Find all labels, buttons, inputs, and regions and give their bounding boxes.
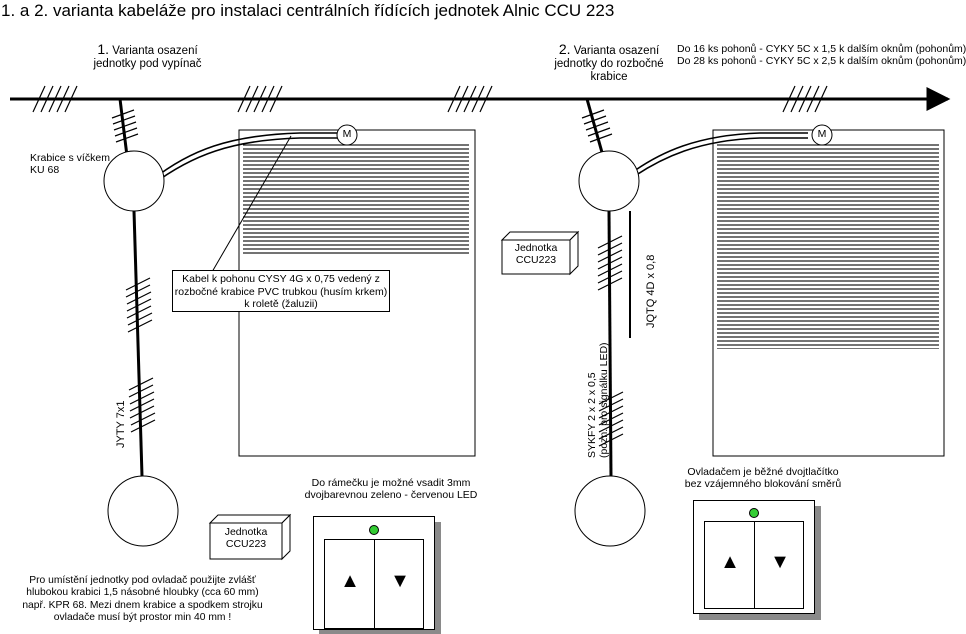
variant-1-number: 1. [97, 41, 110, 57]
sykfy-label-line1: SYKFY 2 x 2 x 0,5 [586, 372, 598, 458]
depth-note-line2: hlubokou krabici 1,5 násobné hloubky (cc… [26, 587, 259, 599]
jqtq-label: JQTQ 4D x 0,8 [645, 254, 657, 328]
cable-note-line2: rozbočné krabice PVC trubkou (husím krke… [174, 285, 388, 298]
frame-note-line2: dvojbarevnou zeleno - červenou LED [304, 489, 478, 502]
variant-2-line2: jednotky do rozbočné [554, 58, 664, 71]
variant-1-heading: 1. Varianta osazení jednotky pod vypínač [80, 41, 215, 71]
switch-right-up-button[interactable]: ▲ [720, 551, 740, 573]
switch-right-rocker: ▲ ▼ [704, 521, 804, 609]
control-unit-top-line2: CCU223 [515, 254, 557, 267]
variant-2-line1: Varianta osazení [570, 45, 660, 57]
jyty-label: JYTY 7x1 [115, 400, 127, 449]
led-indicator-left [369, 525, 379, 535]
control-unit-box-top-shape [500, 230, 580, 276]
frame-note: Do rámečku je možné vsadit 3mm dvojbarev… [296, 477, 486, 501]
depth-note-box: Pro umístění jednotky pod ovladač použij… [20, 575, 265, 629]
bus-hatch-marks [32, 85, 828, 113]
control-unit-bottom-line2: CCU223 [225, 538, 267, 551]
cable-spec: Do 16 ks pohonů - CYKY 5C x 1,5 k dalším… [677, 43, 966, 67]
switch-right-frame: ▲ ▼ [693, 500, 815, 614]
switch-note: Ovladačem je běžné dvojtlačítko bez vzáj… [673, 466, 853, 490]
frame-note-line1: Do rámečku je možné vsadit 3mm [311, 477, 471, 489]
control-unit-box-bottom-shape [208, 513, 292, 561]
led-indicator-right [749, 508, 759, 518]
double-switch-right: ▲ ▼ [693, 500, 821, 620]
switch-left-up-button[interactable]: ▲ [340, 570, 360, 592]
cable-note-leader [211, 135, 292, 273]
motor-right [811, 124, 833, 146]
motor-label-right: M [817, 128, 827, 140]
junction-box-label-line1: Krabice s víčkem [30, 152, 110, 164]
switch-box-right [574, 475, 646, 547]
switch-left-down-button[interactable]: ▼ [390, 570, 410, 592]
switch-note-line1: Ovladačem je běžné dvojtlačítko [687, 466, 839, 478]
cable-note-line1: Kabel k pohonu CYSY 4G x 0,75 vedený z [182, 273, 380, 285]
variant-2-line3: krabice [590, 71, 628, 84]
junction-box-label: Krabice s víčkem KU 68 [30, 152, 110, 176]
depth-note-line1: Pro umístění jednotky pod ovladač použij… [29, 575, 256, 586]
switch-left-frame: ▲ ▼ [313, 516, 435, 630]
jyty-hatch-top [125, 277, 153, 333]
cable-spec-line2: Do 28 ks pohonů - CYKY 5C x 2,5 k dalším… [677, 55, 966, 68]
drop-hatch-right [581, 109, 613, 143]
double-switch-left: ▲ ▼ [313, 516, 441, 634]
control-unit-box-top: Jednotka CCU223 [500, 230, 580, 276]
sykfy-label: SYKFY 2 x 2 x 0,5 (pozn. pro signálku LE… [586, 342, 610, 458]
drop-line-right [585, 98, 605, 157]
variant-1-line1: Varianta osazení [109, 45, 198, 57]
variant-2-heading: 2. Varianta osazení jednotky do rozbočné… [548, 41, 670, 85]
cable-spec-line1: Do 16 ks pohonů - CYKY 5C x 1,5 k dalším… [677, 43, 966, 55]
junction-box-label-line2: KU 68 [30, 164, 60, 177]
depth-note-line4: ovladače musí být prostor min 40 mm ! [53, 612, 232, 624]
control-unit-top-line1: Jednotka [514, 242, 558, 254]
sykfy-hatch-bottom [598, 391, 624, 447]
switch-left-rocker: ▲ ▼ [324, 539, 424, 629]
junction-box-left [103, 150, 165, 212]
cable-note-line3: k roletě (žaluzii) [244, 298, 318, 311]
cable-note-box: Kabel k pohonu CYSY 4G x 0,75 vedený z r… [172, 270, 390, 312]
motor-label-left: M [342, 128, 352, 140]
switch-box-left [107, 475, 179, 547]
roller-blind-right [712, 129, 945, 457]
jyty-hatch-bottom [128, 377, 156, 433]
sykfy-hatch-top [597, 235, 623, 291]
switch-right-down-button[interactable]: ▼ [770, 551, 790, 573]
junction-box-right [578, 150, 640, 212]
drop-hatch-left [111, 109, 139, 143]
switch-note-line2: bez vzájemného blokování směrů [684, 478, 842, 491]
control-unit-bottom-line1: Jednotka [224, 526, 268, 538]
variant-2-number: 2. [558, 41, 571, 57]
depth-note-line3: např. KPR 68. Mezi dnem krabice a spodke… [22, 599, 263, 611]
control-unit-box-bottom: Jednotka CCU223 [208, 513, 292, 561]
switch-left-divider [374, 540, 375, 628]
sykfy-label-line2: (pozn. pro signálku LED) [598, 342, 611, 458]
switch-right-divider [754, 522, 755, 608]
jyty-cable [132, 210, 144, 477]
page-title: 1. a 2. varianta kabeláže pro instalaci … [1, 1, 615, 20]
motor-left [336, 124, 358, 146]
drop-line-left [118, 98, 129, 157]
variant-1-line2: jednotky pod vypínač [93, 58, 202, 71]
